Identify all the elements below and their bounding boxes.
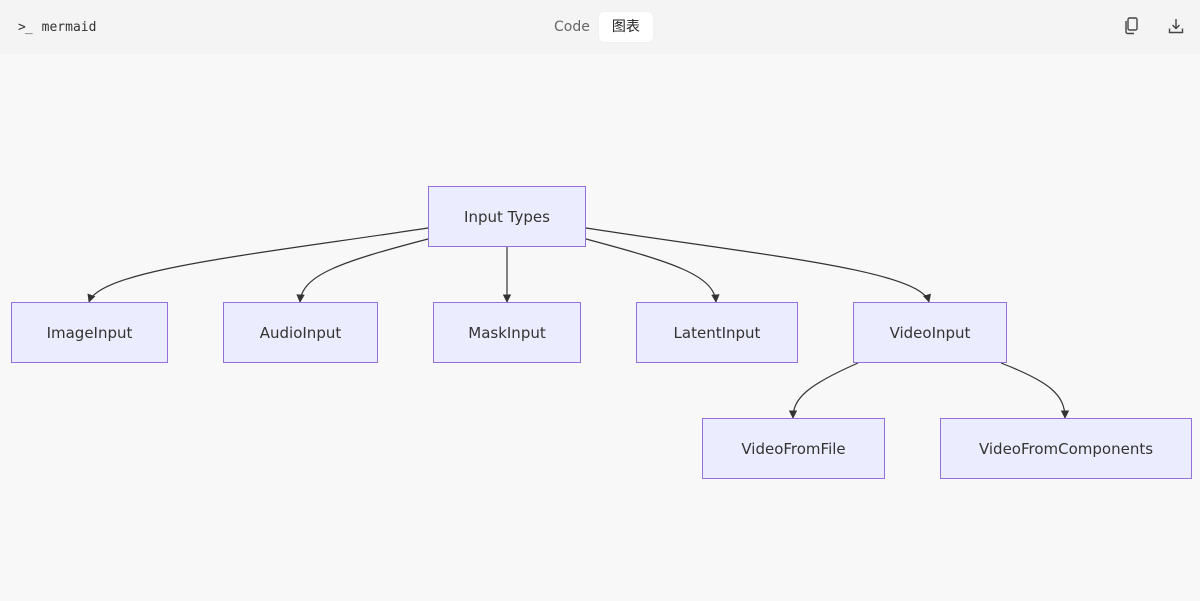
download-icon-graphic (1168, 19, 1184, 34)
node-audio-input: AudioInput (223, 302, 378, 363)
node-input-types: Input Types (428, 186, 586, 247)
node-video-input: VideoInput (853, 302, 1007, 363)
download-icon[interactable] (1165, 15, 1187, 37)
edge-video-components (1000, 362, 1070, 419)
edge-root-image (87, 227, 429, 303)
node-image-input: ImageInput (11, 302, 168, 363)
node-video-from-components: VideoFromComponents (940, 418, 1192, 479)
node-mask-input: MaskInput (433, 302, 581, 363)
toolbar: >_ mermaid Code 图表 (0, 0, 1200, 54)
copy-icon[interactable] (1121, 15, 1143, 37)
edge-root-video (585, 227, 931, 303)
copy-icon-graphic (1125, 17, 1138, 35)
edge-root-audio (296, 238, 429, 303)
tab-diagram[interactable]: 图表 (598, 12, 653, 42)
edge-root-latent (585, 238, 720, 303)
terminal-icon: >_ (18, 19, 33, 35)
language-label: >_ mermaid (18, 17, 96, 37)
tab-code[interactable]: Code (554, 19, 590, 35)
node-video-from-file: VideoFromFile (702, 418, 885, 479)
edge-video-file (788, 362, 859, 419)
language-name: mermaid (41, 19, 97, 35)
node-latent-input: LatentInput (636, 302, 798, 363)
view-toggle: Code 图表 (545, 12, 653, 42)
